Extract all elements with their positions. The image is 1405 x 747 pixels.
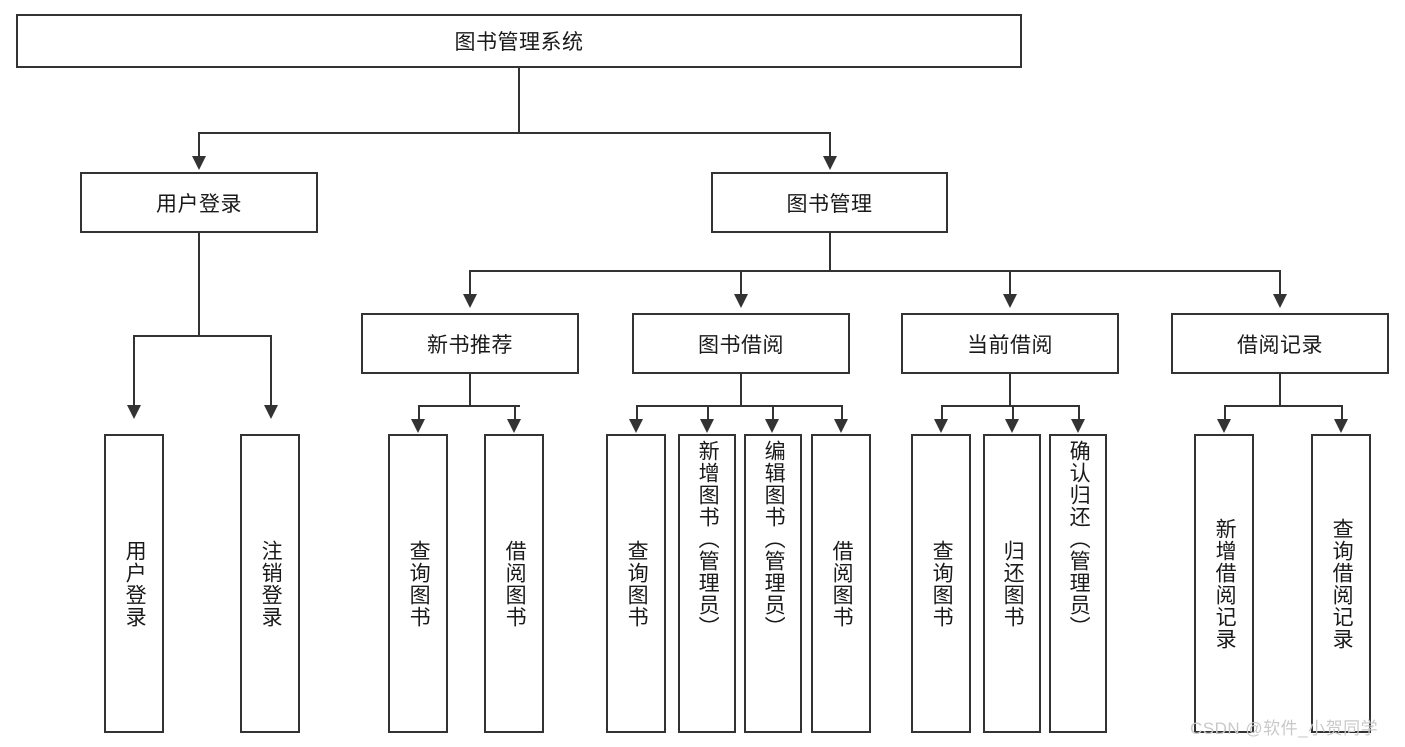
leaf-borrow-query-book[interactable]: 查询图书 — [606, 434, 666, 733]
connector-book-mgmt-branch-2 — [740, 270, 742, 296]
arrow-to-book-mgmt — [823, 156, 837, 170]
node-label: 注销登录 — [259, 539, 283, 628]
leaf-borrow-edit-book-admin[interactable]: 编辑图书（管理员） — [744, 434, 802, 733]
connector-root-bus — [198, 132, 830, 134]
leaf-newbook-query-book[interactable]: 查询图书 — [388, 434, 448, 733]
arrow-to-newbook-borrow — [507, 419, 521, 433]
connector-borrow-record-bus — [1224, 405, 1343, 407]
arrow-to-newbook-query — [411, 419, 425, 433]
connector-book-borrow-stem — [740, 374, 742, 406]
connector-current-borrow-stem — [1009, 374, 1011, 406]
arrow-to-borrow-lend — [834, 419, 848, 433]
node-label: 查询借阅记录 — [1330, 517, 1354, 650]
node-label: 用户登录 — [156, 192, 242, 216]
arrow-to-borrow-add — [700, 419, 714, 433]
node-label: 借阅图书 — [503, 539, 527, 628]
node-borrow-record[interactable]: 借阅记录 — [1171, 313, 1389, 374]
connector-current-borrow-branch-3 — [1078, 405, 1080, 421]
leaf-current-return-book[interactable]: 归还图书 — [983, 434, 1041, 733]
leaf-borrow-add-book-admin[interactable]: 新增图书（管理员） — [678, 434, 736, 733]
connector-borrow-record-branch-1 — [1224, 405, 1226, 421]
connector-book-mgmt-branch-4 — [1279, 270, 1281, 296]
connector-book-mgmt-branch-1 — [469, 270, 471, 296]
arrow-to-borrow-edit — [765, 419, 779, 433]
connector-book-mgmt-bus — [469, 270, 1281, 272]
arrow-to-current-borrow — [1003, 294, 1017, 308]
connector-new-book-branch-1 — [418, 405, 420, 421]
connector-borrow-record-branch-2 — [1341, 405, 1343, 421]
node-user-login[interactable]: 用户登录 — [80, 172, 318, 233]
connector-new-book-stem — [469, 374, 471, 406]
connector-root-stem — [518, 68, 520, 133]
leaf-current-query-book[interactable]: 查询图书 — [911, 434, 971, 733]
arrow-to-current-confirm — [1071, 419, 1085, 433]
connector-new-book-branch-2 — [514, 405, 516, 421]
connector-current-borrow-branch-1 — [941, 405, 943, 421]
arrow-to-current-query — [934, 419, 948, 433]
connector-current-borrow-branch-2 — [1012, 405, 1014, 421]
connector-user-login-branch-1 — [133, 335, 135, 407]
node-root-system[interactable]: 图书管理系统 — [16, 14, 1022, 68]
connector-borrow-record-stem — [1279, 374, 1281, 406]
connector-user-login-branch-2 — [270, 335, 272, 407]
node-label: 借阅记录 — [1237, 333, 1323, 357]
arrow-to-leaf-user-login — [127, 405, 141, 419]
arrow-to-current-return — [1005, 419, 1019, 433]
connector-book-borrow-bus — [636, 405, 843, 407]
leaf-record-query-record[interactable]: 查询借阅记录 — [1311, 434, 1371, 733]
connector-book-borrow-branch-2 — [707, 405, 709, 421]
arrow-to-book-borrow — [734, 294, 748, 308]
connector-book-borrow-branch-4 — [841, 405, 843, 421]
connector-current-borrow-bus — [941, 405, 1080, 407]
connector-user-login-bus — [133, 335, 272, 337]
node-label: 确认归还（管理员） — [1067, 440, 1091, 638]
arrow-to-leaf-logout — [264, 405, 278, 419]
arrow-to-borrow-query — [629, 419, 643, 433]
node-label: 图书管理系统 — [454, 31, 584, 54]
node-label: 借阅图书 — [830, 539, 854, 628]
csdn-watermark: CSDN @软件_小贺同学 — [1190, 719, 1379, 738]
arrow-to-borrow-record — [1273, 294, 1287, 308]
leaf-logout[interactable]: 注销登录 — [240, 434, 300, 733]
node-book-borrow[interactable]: 图书借阅 — [632, 313, 850, 374]
connector-user-login-stem — [198, 233, 200, 336]
leaf-user-login[interactable]: 用户登录 — [104, 434, 164, 733]
node-label: 图书管理 — [786, 192, 873, 216]
leaf-current-confirm-return-admin[interactable]: 确认归还（管理员） — [1049, 434, 1107, 733]
connector-book-borrow-branch-3 — [772, 405, 774, 421]
node-current-borrow[interactable]: 当前借阅 — [901, 313, 1119, 374]
leaf-newbook-borrow-book[interactable]: 借阅图书 — [484, 434, 544, 733]
node-new-book-recommend[interactable]: 新书推荐 — [361, 313, 579, 374]
node-label: 新书推荐 — [427, 333, 513, 357]
connector-book-borrow-branch-1 — [636, 405, 638, 421]
arrow-to-record-add — [1217, 419, 1231, 433]
node-label: 查询图书 — [625, 539, 649, 628]
arrow-to-new-book-rec — [463, 294, 477, 308]
leaf-record-add-record[interactable]: 新增借阅记录 — [1194, 434, 1254, 733]
connector-book-mgmt-branch-3 — [1009, 270, 1011, 296]
connector-root-to-user-login — [198, 132, 200, 158]
node-label: 当前借阅 — [967, 333, 1053, 357]
arrow-to-user-login — [192, 156, 206, 170]
node-label: 编辑图书（管理员） — [762, 440, 786, 638]
node-label: 用户登录 — [123, 539, 147, 628]
node-label: 查询图书 — [930, 539, 954, 628]
node-label: 图书借阅 — [698, 333, 784, 357]
connector-book-mgmt-stem — [829, 233, 831, 272]
node-label: 归还图书 — [1001, 539, 1025, 628]
connector-root-to-book-mgmt — [829, 132, 831, 158]
arrow-to-record-query — [1334, 419, 1348, 433]
leaf-borrow-lend-book[interactable]: 借阅图书 — [811, 434, 871, 733]
connector-new-book-bus — [418, 405, 520, 407]
node-label: 新增借阅记录 — [1213, 517, 1237, 650]
node-book-management[interactable]: 图书管理 — [711, 172, 948, 233]
node-label: 查询图书 — [407, 539, 431, 628]
node-label: 新增图书（管理员） — [696, 440, 720, 638]
